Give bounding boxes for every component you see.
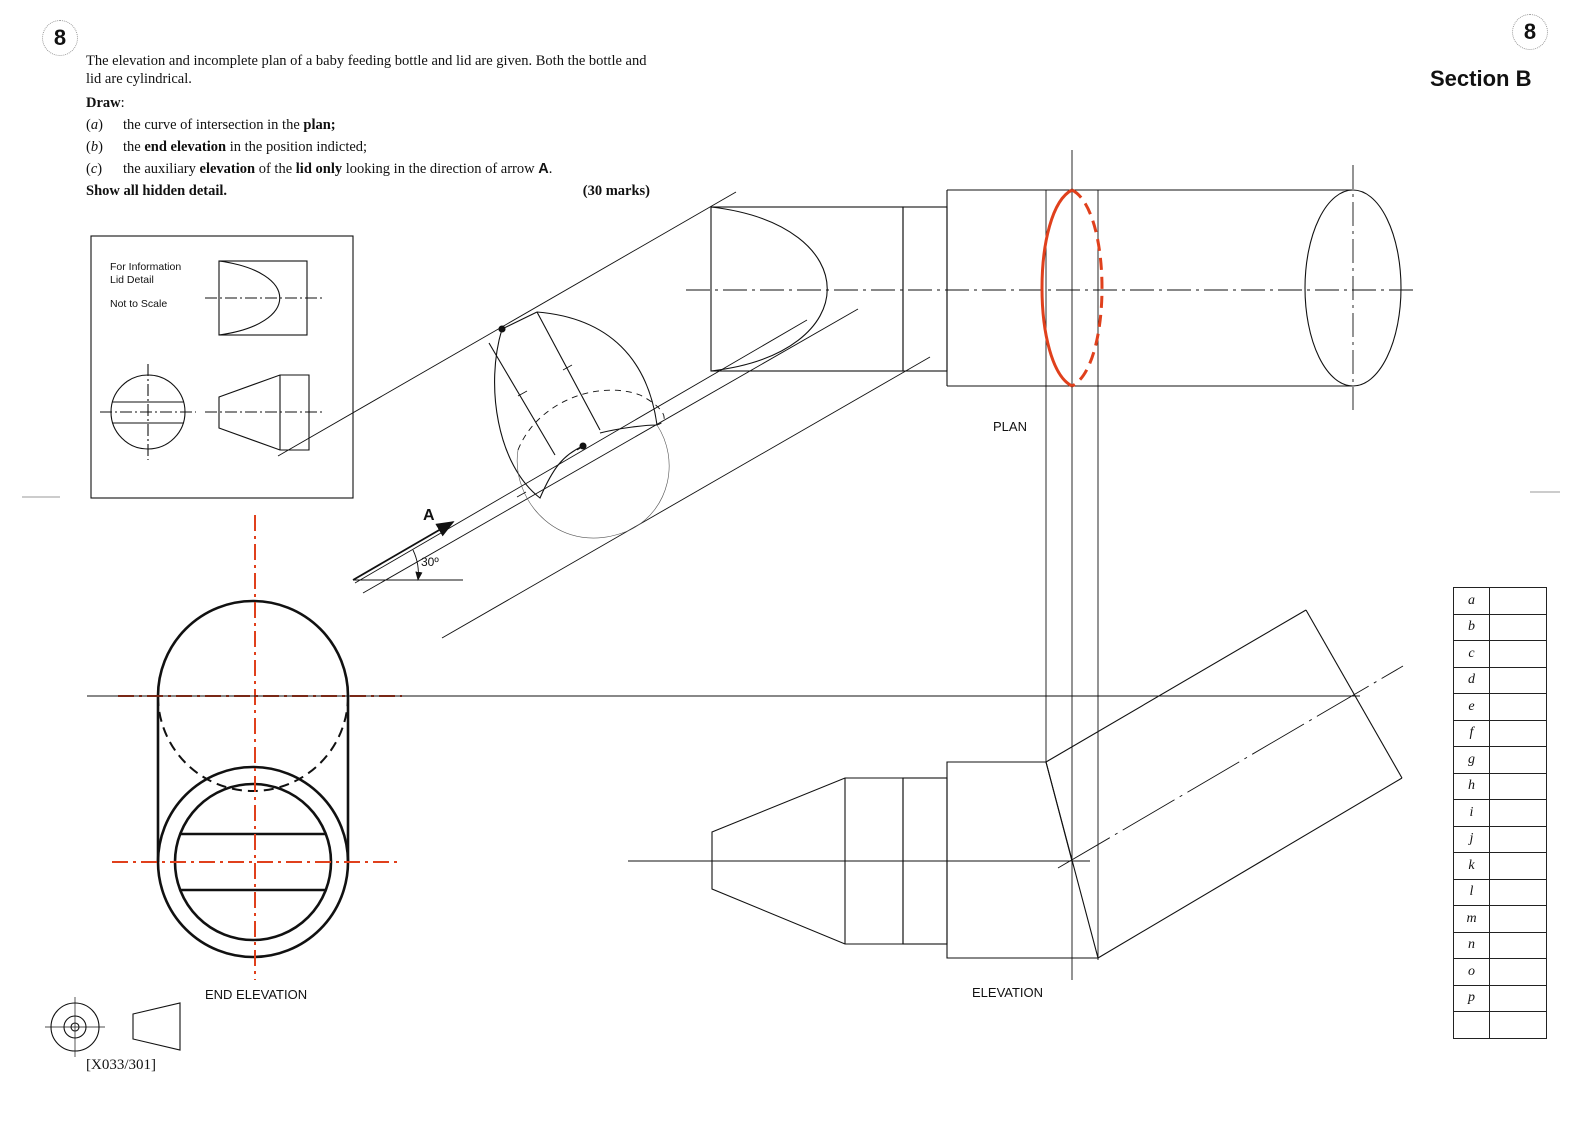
marking-row: m xyxy=(1453,905,1547,933)
direction-arrow-a xyxy=(352,521,463,581)
marking-row-score xyxy=(1489,931,1547,959)
projection-symbol xyxy=(45,997,181,1057)
info-line2: Lid Detail xyxy=(110,274,154,286)
marking-row-score xyxy=(1489,852,1547,880)
marking-row: n xyxy=(1453,931,1547,959)
marking-row-label: m xyxy=(1453,905,1490,933)
marking-row: j xyxy=(1453,825,1547,853)
angle-label: 30º xyxy=(421,555,439,569)
question-number-badge-right: 8 xyxy=(1512,14,1548,50)
plan-label: PLAN xyxy=(993,419,1027,434)
auxiliary-elevation-drawing xyxy=(277,191,931,639)
marking-row-label: l xyxy=(1453,878,1490,906)
marking-row: d xyxy=(1453,666,1547,694)
marking-row: e xyxy=(1453,693,1547,721)
part-c: (c)the auxiliary elevation of the lid on… xyxy=(86,161,553,177)
marking-row-label: a xyxy=(1453,587,1490,615)
marking-row-label: p xyxy=(1453,984,1490,1012)
end-elevation-drawing xyxy=(156,599,350,959)
marking-row-label: k xyxy=(1453,852,1490,880)
marking-row-score xyxy=(1489,587,1547,615)
elevation-drawing xyxy=(711,609,1404,959)
info-line3: Not to Scale xyxy=(110,298,167,310)
marking-row: c xyxy=(1453,640,1547,668)
marking-row-label xyxy=(1453,1011,1490,1039)
marking-row: b xyxy=(1453,613,1547,641)
marking-row-score xyxy=(1489,746,1547,774)
marking-row-score xyxy=(1489,666,1547,694)
marking-row-score xyxy=(1489,958,1547,986)
end-elevation-centrelines xyxy=(112,515,402,980)
marking-row-score xyxy=(1489,984,1547,1012)
paper-reference: [X033/301] xyxy=(86,1057,156,1073)
part-a: (a)the curve of intersection in the plan… xyxy=(86,117,336,133)
marking-row: h xyxy=(1453,772,1547,800)
lid-detail-curve xyxy=(218,260,281,336)
marking-row-score xyxy=(1489,799,1547,827)
marking-row-score xyxy=(1489,693,1547,721)
draw-heading: Draw: xyxy=(86,95,125,111)
marking-row-label: h xyxy=(1453,772,1490,800)
marking-row-label: d xyxy=(1453,666,1490,694)
marking-row-label: b xyxy=(1453,613,1490,641)
marking-row: o xyxy=(1453,958,1547,986)
marking-row-score xyxy=(1489,905,1547,933)
marking-row-label: f xyxy=(1453,719,1490,747)
plan-intersection-curve xyxy=(1040,188,1104,388)
marking-row-score xyxy=(1489,772,1547,800)
marking-row-score xyxy=(1489,1011,1547,1039)
plan-drawing xyxy=(686,165,1418,410)
marking-row-score xyxy=(1489,825,1547,853)
marking-row: l xyxy=(1453,878,1547,906)
arrow-a-label: A xyxy=(423,507,435,524)
elevation-label: ELEVATION xyxy=(972,985,1043,1000)
marking-row-score xyxy=(1489,719,1547,747)
marking-row-score xyxy=(1489,613,1547,641)
marking-row: a xyxy=(1453,587,1547,615)
marking-row: i xyxy=(1453,799,1547,827)
info-line1: For Information xyxy=(110,261,181,273)
marking-row-label: c xyxy=(1453,640,1490,668)
marking-row xyxy=(1453,1011,1547,1039)
marking-row-label: j xyxy=(1453,825,1490,853)
marking-row-label: e xyxy=(1453,693,1490,721)
marking-row-score xyxy=(1489,878,1547,906)
marking-row: f xyxy=(1453,719,1547,747)
marking-row-label: g xyxy=(1453,746,1490,774)
part-b: (b)the end elevation in the position ind… xyxy=(86,139,368,155)
marking-row: g xyxy=(1453,746,1547,774)
plan-lid-curve xyxy=(710,206,828,372)
marking-row: k xyxy=(1453,852,1547,880)
marking-row-score xyxy=(1489,640,1547,668)
marking-row-label: n xyxy=(1453,931,1490,959)
question-footer: Show all hidden detail.(30 marks) xyxy=(86,183,650,199)
question-intro: The elevation and incomplete plan of a b… xyxy=(86,53,647,87)
info-box xyxy=(90,235,354,499)
section-heading: Section B xyxy=(1430,66,1532,91)
marking-row-label: i xyxy=(1453,799,1490,827)
question-number-badge: 8 xyxy=(42,20,78,56)
marking-row-label: o xyxy=(1453,958,1490,986)
end-elevation-label: END ELEVATION xyxy=(205,987,307,1002)
marking-row: p xyxy=(1453,984,1547,1012)
projection-lines xyxy=(22,150,1560,980)
question-text: The elevation and incomplete plan of a b… xyxy=(86,52,650,200)
